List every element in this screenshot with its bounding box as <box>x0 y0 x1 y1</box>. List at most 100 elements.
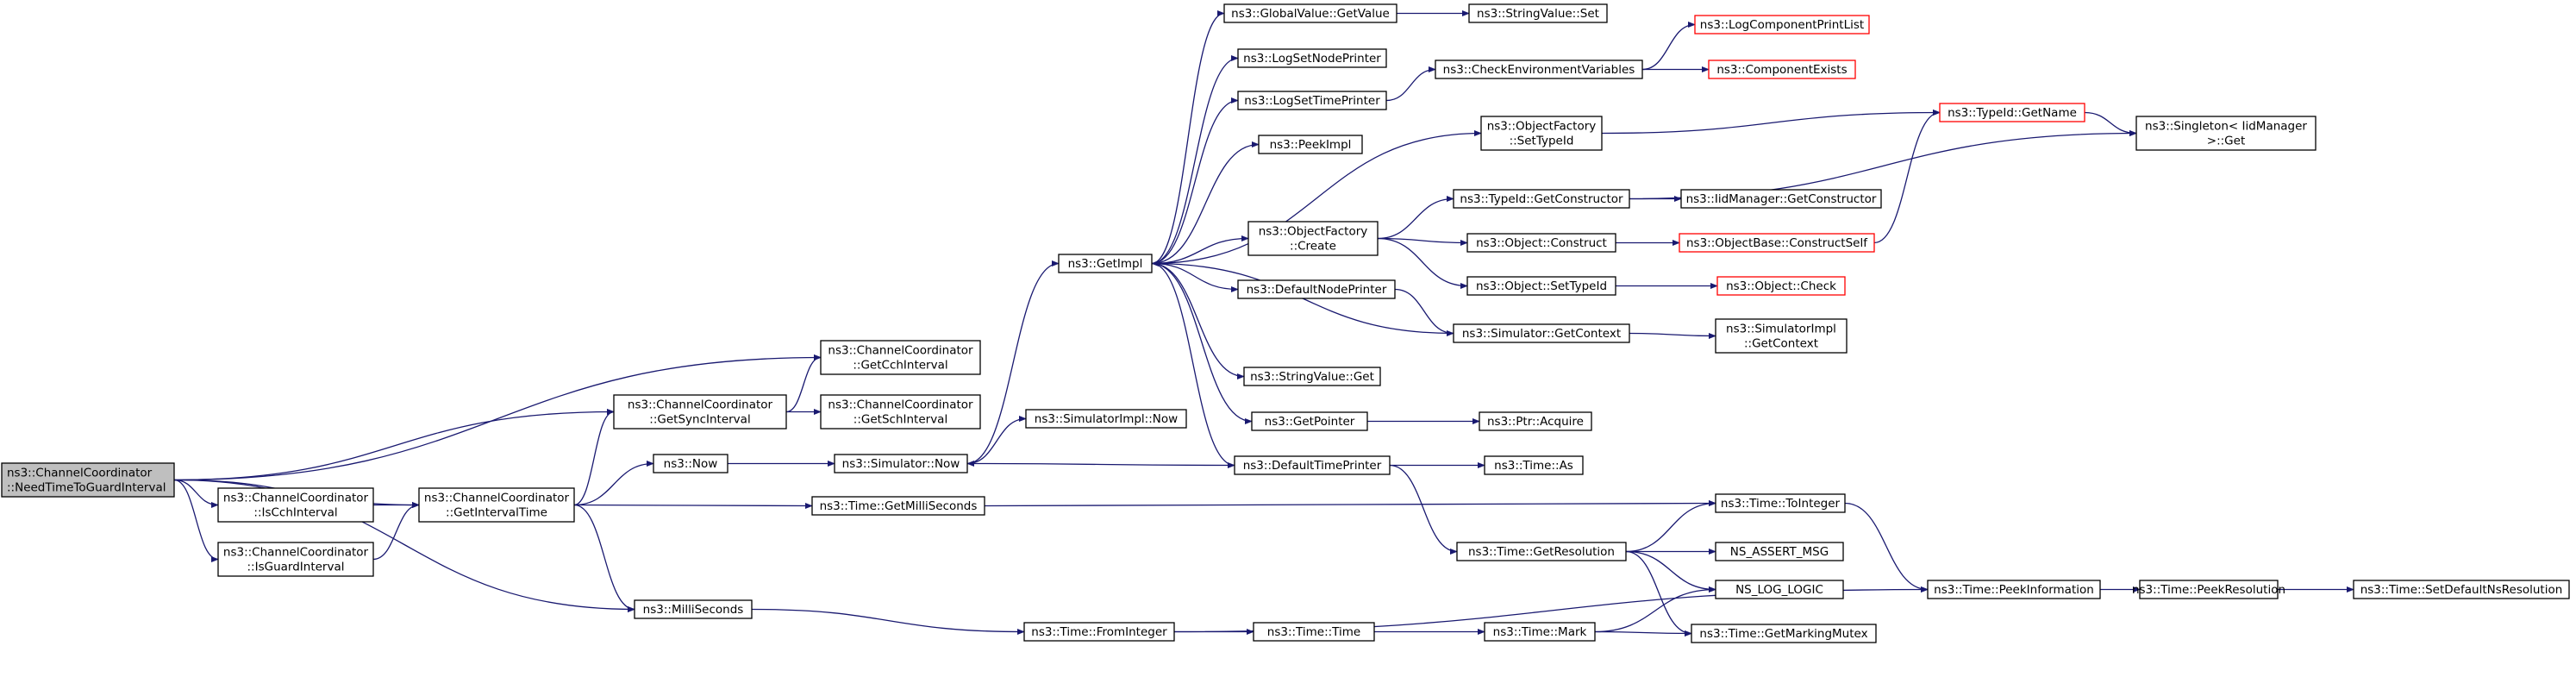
node-compExists[interactable]: ns3::ComponentExists <box>1708 60 1856 79</box>
node-label: ns3::SimulatorImpl::Now <box>1035 412 1178 426</box>
node-checkEnv[interactable]: ns3::CheckEnvironmentVariables <box>1435 60 1643 79</box>
node-label: ns3::Time::PeekResolution <box>2132 583 2285 597</box>
node-box <box>613 394 787 430</box>
edge-getRes-to-toInteger <box>1625 499 1716 553</box>
node-timeAs[interactable]: ns3::Time::As <box>1484 455 1584 475</box>
node-ptrAcquire[interactable]: ns3::Ptr::Acquire <box>1479 411 1592 431</box>
node-getImpl[interactable]: ns3::GetImpl <box>1058 254 1153 273</box>
node-getMarkMutex[interactable]: ns3::Time::GetMarkingMutex <box>1691 624 1877 643</box>
node-label: ::Create <box>1290 240 1336 254</box>
node-isCch[interactable]: ns3::ChannelCoordinator::IsCchInterval <box>217 487 374 523</box>
node-box <box>1247 221 1379 256</box>
node-logNode[interactable]: ns3::LogSetNodePrinter <box>1237 48 1387 68</box>
node-ofSetType[interactable]: ns3::ObjectFactory::SetTypeId <box>1480 116 1603 151</box>
node-label: ns3::ObjectFactory <box>1259 225 1368 239</box>
node-simNow[interactable]: ns3::Simulator::Now <box>834 454 968 473</box>
node-simGetCtx[interactable]: ns3::Simulator::GetContext <box>1453 323 1630 343</box>
node-getInterval[interactable]: ns3::ChannelCoordinator::GetIntervalTime <box>418 487 575 523</box>
edge-simNow-to-simImplNow <box>966 415 1027 465</box>
node-iidGetCons[interactable]: ns3::IidManager::GetConstructor <box>1680 189 1882 209</box>
node-label: ::GetSyncInterval <box>649 413 750 427</box>
node-label: ns3::DefaultTimePrinter <box>1243 459 1382 473</box>
edge-getImpl-to-logNode <box>1151 54 1239 265</box>
node-root[interactable]: ns3::ChannelCoordinator::NeedTimeToGuard… <box>1 462 175 498</box>
node-getCch[interactable]: ns3::ChannelCoordinator::GetCchInterval <box>820 340 981 375</box>
node-toInteger[interactable]: ns3::Time::ToInteger <box>1715 493 1846 513</box>
edge-getImpl-to-peekImpl <box>1151 141 1260 265</box>
node-box <box>1679 233 1875 253</box>
node-peekRes[interactable]: ns3::Time::PeekResolution <box>2132 580 2285 599</box>
node-box <box>217 542 374 577</box>
edge-getInterval-to-getMilli <box>573 502 813 510</box>
node-tidGetCons[interactable]: ns3::TypeId::GetConstructor <box>1453 189 1630 209</box>
node-box <box>834 454 968 473</box>
node-label: ns3::Time::Time <box>1267 625 1360 639</box>
node-box <box>1453 189 1630 209</box>
node-box <box>1025 409 1187 429</box>
edge-timeMark-to-logLogic <box>1594 586 1716 633</box>
node-label: ns3::Time::As <box>1494 459 1573 473</box>
node-label: ns3::StringValue::Set <box>1477 7 1599 21</box>
node-getSync[interactable]: ns3::ChannelCoordinator::GetSyncInterval <box>613 394 787 430</box>
node-label: ns3::Object::Check <box>1726 279 1836 293</box>
node-getPtr[interactable]: ns3::GetPointer <box>1251 411 1368 431</box>
node-logPrintList[interactable]: ns3::LogComponentPrintList <box>1694 15 1870 34</box>
node-singleton[interactable]: ns3::Singleton< IidManager >::Get <box>2135 116 2317 151</box>
node-label: >::Get <box>2207 135 2245 148</box>
node-box <box>1694 15 1870 34</box>
node-strGet[interactable]: ns3::StringValue::Get <box>1243 367 1381 386</box>
node-simImplNow[interactable]: ns3::SimulatorImpl::Now <box>1025 409 1187 429</box>
node-getMilli[interactable]: ns3::Time::GetMilliSeconds <box>811 496 985 516</box>
node-objBaseConstruct[interactable]: ns3::ObjectBase::ConstructSelf <box>1679 233 1875 253</box>
edge-getInterval-to-now <box>573 460 654 506</box>
node-defNode[interactable]: ns3::DefaultNodePrinter <box>1237 279 1396 299</box>
node-box <box>1479 411 1592 431</box>
edge-getRes-to-logLogic <box>1625 550 1716 593</box>
edge-ofSetType-to-tidGetName <box>1601 109 1941 135</box>
node-peekImpl[interactable]: ns3::PeekImpl <box>1258 135 1363 154</box>
node-objConstruct[interactable]: ns3::Object::Construct <box>1466 233 1616 253</box>
node-ofCreate[interactable]: ns3::ObjectFactory::Create <box>1247 221 1379 256</box>
node-globalGet[interactable]: ns3::GlobalValue::GetValue <box>1223 3 1397 23</box>
node-objCheck[interactable]: ns3::Object::Check <box>1716 276 1846 296</box>
node-box <box>820 340 981 375</box>
node-getRes[interactable]: ns3::Time::GetResolution <box>1456 542 1627 561</box>
node-getSch[interactable]: ns3::ChannelCoordinator::GetSchInterval <box>820 394 981 430</box>
node-box <box>1253 622 1375 642</box>
node-assertMsg[interactable]: NS_ASSERT_MSG <box>1715 542 1844 561</box>
node-box <box>1715 318 1848 354</box>
node-label: ns3::IidManager::GetConstructor <box>1686 192 1877 206</box>
node-logLogic[interactable]: NS_LOG_LOGIC <box>1715 580 1844 599</box>
node-box <box>2353 580 2570 599</box>
node-tidGetName[interactable]: ns3::TypeId::GetName <box>1939 103 2085 122</box>
edge-tidGetCons-to-singleton <box>1629 129 2137 200</box>
node-label: ::NeedTimeToGuardInterval <box>7 481 166 495</box>
node-label: ns3::Object::Construct <box>1476 236 1607 250</box>
node-box <box>653 454 728 473</box>
node-isGuard[interactable]: ns3::ChannelCoordinator::IsGuardInterval <box>217 542 374 577</box>
edge-root-to-isCch <box>173 479 219 509</box>
node-label: ns3::SimulatorImpl <box>1726 323 1836 336</box>
edge-getImpl-to-strGet <box>1151 262 1245 380</box>
node-defTime[interactable]: ns3::DefaultTimePrinter <box>1234 455 1391 475</box>
edge-getImpl-to-defNode <box>1151 262 1239 293</box>
node-milli[interactable]: ns3::MilliSeconds <box>634 599 753 619</box>
node-now[interactable]: ns3::Now <box>653 454 728 473</box>
node-peekInfo[interactable]: ns3::Time::PeekInformation <box>1927 580 2101 599</box>
node-objSetType[interactable]: ns3::Object::SetTypeId <box>1466 276 1616 296</box>
node-timeTime[interactable]: ns3::Time::Time <box>1253 622 1375 642</box>
node-logTime[interactable]: ns3::LogSetTimePrinter <box>1237 91 1387 110</box>
node-simImplGetCtx[interactable]: ns3::SimulatorImpl::GetContext <box>1715 318 1848 354</box>
node-setDefRes[interactable]: ns3::Time::SetDefaultNsResolution <box>2353 580 2570 599</box>
node-box <box>1453 323 1630 343</box>
node-label: ns3::ChannelCoordinator <box>223 546 369 560</box>
node-label: NS_ASSERT_MSG <box>1730 545 1829 559</box>
node-label: ns3::ObjectBase::ConstructSelf <box>1686 236 1868 250</box>
node-timeMark[interactable]: ns3::Time::Mark <box>1484 622 1596 642</box>
node-label: ns3::GlobalValue::GetValue <box>1231 7 1390 21</box>
edge-getImpl-to-ofCreate <box>1151 235 1249 265</box>
node-label: ::SetTypeId <box>1510 135 1574 148</box>
node-fromInt[interactable]: ns3::Time::FromInteger <box>1023 622 1175 642</box>
node-label: ns3::Now <box>664 457 718 471</box>
node-strSet[interactable]: ns3::StringValue::Set <box>1468 3 1608 23</box>
